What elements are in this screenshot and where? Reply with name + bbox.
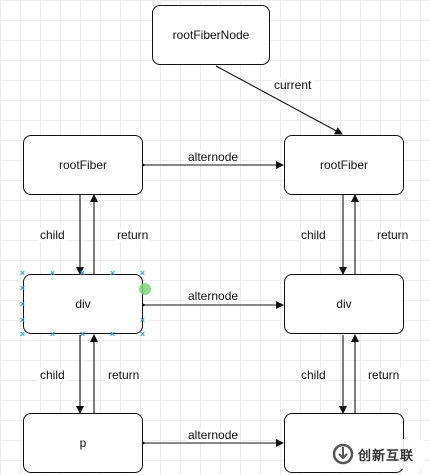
alternode-top-label: alternode (186, 150, 241, 164)
selection-handle-icon[interactable]: × (19, 315, 26, 325)
selection-handle-icon[interactable]: × (49, 268, 56, 278)
left-div-label: div (75, 297, 91, 311)
connection-point-icon[interactable] (139, 283, 151, 295)
child-right-top-label: child (299, 228, 328, 242)
return-left-bottom-label: return (106, 368, 142, 382)
left-root-fiber-label: rootFiber (58, 158, 108, 172)
selection-handle-icon[interactable]: × (19, 299, 26, 309)
left-p-box[interactable]: p (23, 413, 143, 473)
current-label: current (272, 78, 314, 92)
selection-handle-icon[interactable]: × (49, 329, 56, 339)
right-root-fiber-label: rootFiber (319, 158, 369, 172)
left-root-fiber-box[interactable]: rootFiber (23, 135, 143, 195)
selection-handle-icon[interactable]: × (109, 268, 116, 278)
selection-handle-icon[interactable]: × (19, 268, 26, 278)
right-div-label: div (336, 297, 352, 311)
child-left-bottom-label: child (38, 368, 67, 382)
return-right-top-label: return (375, 228, 411, 242)
root-fiber-node-label: rootFiberNode (172, 28, 250, 42)
child-left-top-label: child (38, 228, 67, 242)
alternode-mid-label: alternode (186, 289, 241, 303)
left-p-label: p (79, 436, 87, 450)
selection-handle-icon[interactable]: × (139, 329, 146, 339)
selection-handle-icon[interactable]: × (79, 268, 86, 278)
root-fiber-node-box[interactable]: rootFiberNode (152, 5, 270, 65)
watermark-text: 创新互联 (358, 447, 415, 463)
right-root-fiber-box[interactable]: rootFiber (284, 135, 404, 195)
return-left-top-label: return (115, 228, 151, 242)
selection-handle-icon[interactable]: × (139, 315, 146, 325)
current-arrow (215, 65, 343, 135)
selection-handle-icon[interactable]: × (109, 329, 116, 339)
left-div-box[interactable]: div (23, 274, 143, 334)
chuangxin-hulian-logo-icon (332, 443, 354, 465)
child-right-bottom-label: child (299, 368, 328, 382)
selection-handle-icon[interactable]: × (19, 329, 26, 339)
right-div-box[interactable]: div (284, 274, 404, 334)
selection-handle-icon[interactable]: × (79, 329, 86, 339)
selection-handle-icon[interactable]: × (19, 283, 26, 293)
selection-handle-icon[interactable]: × (139, 268, 146, 278)
watermark: 创新互联 (332, 439, 424, 469)
return-right-bottom-label: return (366, 368, 402, 382)
alternode-bottom-label: alternode (186, 428, 241, 442)
